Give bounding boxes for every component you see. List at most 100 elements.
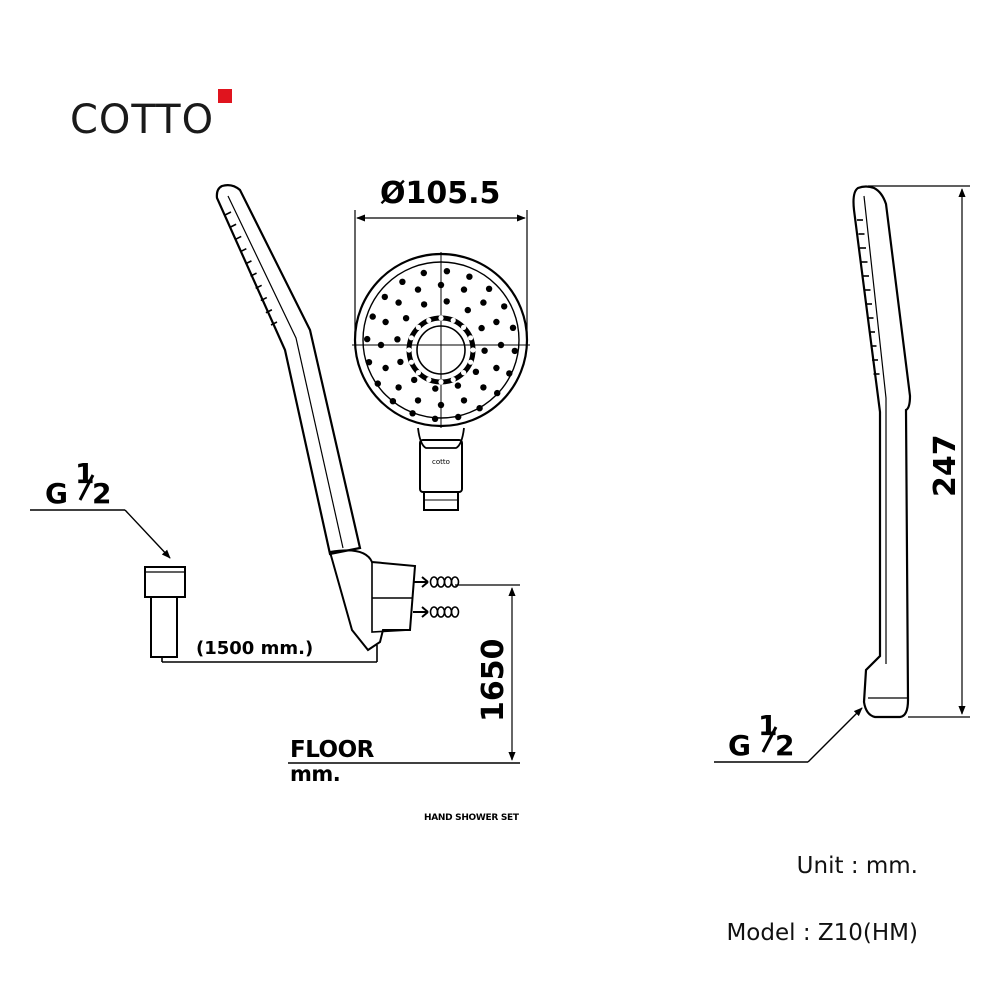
nozzle-dot [399,278,406,285]
nozzle-dot [460,286,468,293]
nozzle-dot [369,313,376,320]
brand-logo: COTTO [70,89,232,143]
center-ring-dot [450,377,456,383]
drawing-caption: HAND SHOWER SET [424,813,520,823]
thread-den-right: 2 [775,729,794,762]
handle-profile-view [714,185,970,763]
thread-den-left: 2 [92,477,111,510]
face-ridge [224,211,232,216]
bracket-front [371,562,411,633]
center-ring-dot [468,335,474,341]
nozzle-dot [454,382,462,389]
nozzle-dot [432,385,439,392]
nozzle-dot [455,413,462,421]
g-half-leader-right-diagonal [807,707,863,763]
nozzle-dot [382,364,389,372]
center-ring-dot [415,370,421,376]
nozzle-dot [494,389,501,397]
face-ridge [229,223,237,228]
nozzle-dot [506,370,513,377]
center-ring-dot [406,347,412,353]
g-half-leader-diagonal [124,509,171,559]
mount-height-label: 1650 [476,639,511,723]
nozzle-dot [493,318,500,326]
head-neck [417,427,465,449]
nozzle-dot [443,298,450,305]
shower-head-front-view [352,210,530,511]
center-ring-dot [438,379,444,385]
profile-body [852,185,912,719]
unit-separator: : [850,853,859,879]
nozzle-dot [480,299,487,306]
hand-shower-side-view [30,184,520,764]
floor-label: FLOOR [290,737,375,763]
nozzle-dot [377,341,385,349]
profile-face-ridges [857,219,880,375]
profile-inner-contour [863,195,887,664]
center-ring-dot [408,359,414,365]
handle-connector [423,491,459,511]
thread-label-right: G 1 2 [728,709,794,762]
center-ring-dot [470,347,476,353]
face-ridge [239,247,247,253]
screw-thread [443,606,453,618]
height-label: 247 [928,434,963,497]
brand-name: COTTO [70,97,214,143]
nozzle-dot [472,368,480,375]
center-ring-dot [461,324,467,330]
screw-thread [429,576,439,588]
floor-unit-label: mm. [290,762,340,786]
screw-thread [450,576,460,588]
handle-inner-contour [227,195,344,549]
nozzle-dot [374,380,381,387]
nozzle-dot [460,397,468,404]
screw-thread [450,606,460,618]
screw-arrow [421,576,429,588]
thread-slash-left [78,474,95,501]
nozzle-dot [402,315,410,322]
face-ridge [265,309,273,314]
screw-arrow [421,606,429,618]
brand-accent-square [218,89,232,103]
nozzle-dot [382,318,389,326]
face-ridge [245,260,252,265]
nozzle-dot [464,306,471,314]
wall-bracket [328,549,417,652]
center-ring-dot [468,359,474,365]
nozzle-dot [395,299,402,306]
nozzle-dot [414,397,422,404]
screw-thread [429,606,439,618]
nozzle-dot [476,405,483,412]
nozzle-dot [511,347,518,355]
nozzle-dot [365,359,373,366]
nozzle-dot [394,336,401,343]
nozzle-dot [437,401,445,409]
center-ring-dot [461,370,467,376]
center-ring-dot [438,315,444,321]
face-ridge [270,321,278,326]
nozzle-dot [395,384,402,391]
nozzle-dot [381,293,388,301]
nozzle-dot [501,303,508,310]
nozzle-dot [397,358,404,366]
center-ring-dot [450,317,456,323]
handle-body [215,184,362,556]
thread-g-right: G [728,729,751,762]
nozzle-dot [497,341,505,349]
face-ridge [234,235,242,241]
thread-slash-right [761,726,778,753]
model-label: Model [726,920,796,946]
nozzle-dot [509,324,517,331]
model-value: Z10(HM) [817,920,918,946]
thread-g-left: G [45,477,68,510]
nozzle-dot [364,335,371,343]
nozzle-dot [431,415,439,422]
hose-length-label: (1500 mm.) [196,638,313,659]
nozzle-dot [411,376,418,384]
center-ring-dot [426,317,432,323]
screw-thread [436,606,446,618]
face-ridge [255,284,263,290]
nozzle-dot [480,384,487,391]
unit-value: mm. [865,853,918,879]
